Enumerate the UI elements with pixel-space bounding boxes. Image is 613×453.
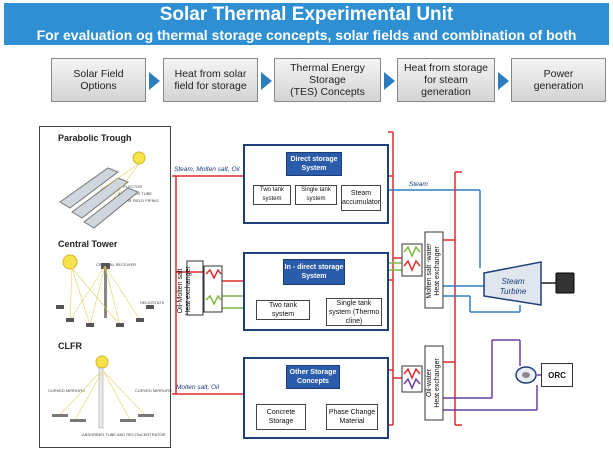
other-storage-title: Other Storage Concepts <box>286 365 340 389</box>
hx-oil-molten-symbol <box>203 265 223 313</box>
direct-two-tank: Two tank system <box>253 185 291 205</box>
parabolic-trough-illustration <box>59 151 146 229</box>
diagram-subtitle: For evaluation og thermal storage concep… <box>36 27 577 43</box>
indirect-single-tank-thermocline: Single tank system (Thermo cline) <box>326 298 382 326</box>
clfr-part-label: ABSORBER TUBE AND RECONCENTRATOR <box>82 432 166 437</box>
direct-steam-accumulator: Steam accumulator <box>341 185 381 211</box>
steam-label: Steam <box>409 181 428 188</box>
direct-storage-title: Direct storage System <box>286 152 342 176</box>
tower-part-label: HELIOSTATS <box>140 300 165 305</box>
central-tower-title: Central Tower <box>58 239 118 249</box>
clfr-part-label: CURVED MIRRORS <box>135 388 172 393</box>
tower-part-label: CENTRAL RECEIVER <box>96 262 137 267</box>
steam-turbine-label: Steam Turbine <box>499 277 527 296</box>
orc-unit: ORC <box>541 363 573 387</box>
hx-oil-water-symbol <box>401 365 423 393</box>
hx-molten-water-symbol <box>401 243 423 277</box>
concrete-storage: Concrete Storage <box>256 404 306 430</box>
hx-oil-molten-box <box>186 260 204 316</box>
indirect-two-tank: Two tank system <box>256 300 310 320</box>
parabolic-part-label: SOLAR FIELD PIPING <box>118 198 159 203</box>
step-arrow <box>498 72 509 90</box>
hx-oil-water-box <box>424 345 444 421</box>
clfr-illustration <box>52 355 154 429</box>
generator-block <box>555 272 575 294</box>
steam-turbine-shape <box>483 261 556 306</box>
feed-label-bottom: Molten salt, Oil <box>176 384 219 391</box>
step-arrow <box>384 72 395 90</box>
feed-label-top: Steam, Molten salt, Oil <box>174 166 240 173</box>
step-tes-concepts: Thermal Energy Storage(TES) Concepts <box>274 58 381 102</box>
clfr-title: CLFR <box>58 341 82 351</box>
title-banner: Solar Thermal Experimental Unit For eval… <box>4 3 609 45</box>
phase-change-material: Phase Change Material <box>326 404 378 430</box>
indirect-storage-title: In - direct storage System <box>283 259 345 285</box>
step-arrow <box>261 72 272 90</box>
direct-single-tank: Single tank system <box>295 185 337 205</box>
clfr-part-label: CURVED MIRRORS <box>48 388 85 393</box>
central-tower-illustration <box>56 254 154 327</box>
step-arrow <box>149 72 160 90</box>
diagram-title: Solar Thermal Experimental Unit <box>159 4 454 25</box>
parabolic-trough-title: Parabolic Trough <box>58 133 132 143</box>
hx-molten-water-box <box>424 231 444 309</box>
parabolic-part-label: REFLECTOR <box>118 184 143 189</box>
